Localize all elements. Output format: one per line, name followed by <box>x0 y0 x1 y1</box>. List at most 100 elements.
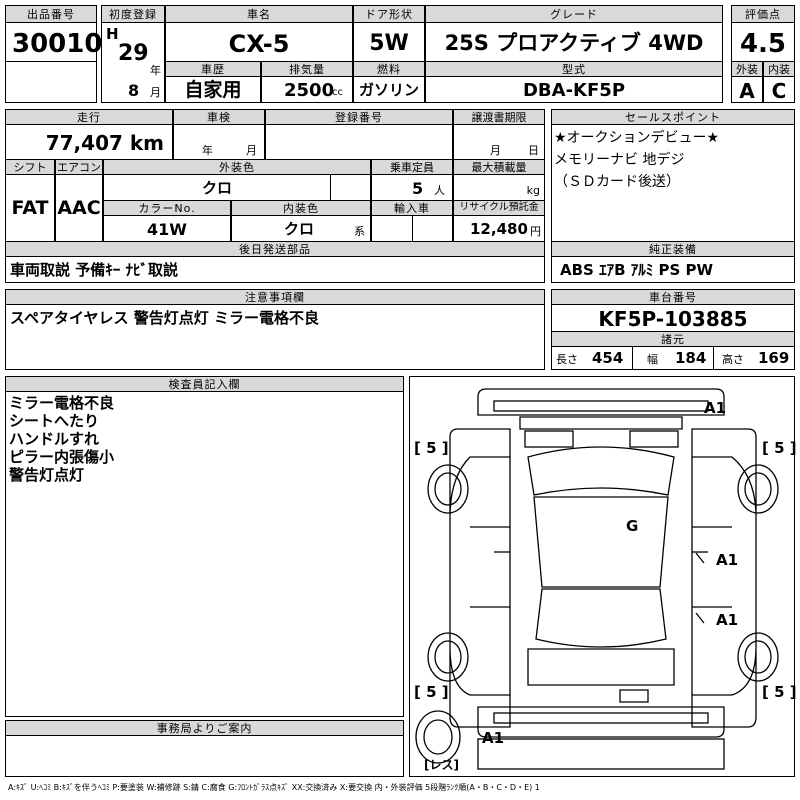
damage-mark-windshield: G <box>626 517 639 535</box>
transfer-month-unit: 月 <box>490 144 501 157</box>
lot-label: 出品番号 <box>27 8 75 21</box>
sales-line-1: ★オークションデビュー★ <box>554 130 720 146</box>
equipment-cell: ABS ｴｱB ｱﾙﾐ PS PW <box>551 256 795 283</box>
length-cell: 長さ 454 <box>551 346 633 370</box>
payload-cell: kg <box>453 174 545 201</box>
displacement-label: 排気量 <box>289 63 325 76</box>
recycle-cell: 12,480 円 <box>453 215 545 242</box>
capacity-unit: 人 <box>434 184 445 197</box>
spec-label-cell: 諸元 <box>551 331 795 347</box>
model-label-cell: 型式 <box>425 61 723 77</box>
model-code: DBA-KF5P <box>522 80 626 101</box>
equipment-label: 純正装備 <box>649 243 697 256</box>
damage-mark-front-bumper: A1 <box>704 399 727 417</box>
lot-number: 30010 <box>12 29 103 59</box>
month-unit: 月 <box>150 86 161 99</box>
ext-grade-label-cell: 外装 <box>731 61 763 77</box>
capacity-label: 乗車定員 <box>390 161 434 174</box>
tyre-mark-rear-left: [ 5 ] <box>414 683 449 701</box>
grade: 25S プロアクティブ 4WD <box>444 31 704 55</box>
inspection-month-unit: 月 <box>246 144 257 157</box>
grade-cell: 25S プロアクティブ 4WD <box>425 22 723 62</box>
capacity-label-cell: 乗車定員 <box>371 159 453 175</box>
later-cell: 車両取説 予備ｷｰ ﾅﾋﾞ取説 <box>5 256 545 283</box>
payload-label-cell: 最大積載量 <box>453 159 545 175</box>
reg-label-cell: 初度登録 <box>101 5 165 23</box>
later-label: 後日発送部品 <box>239 243 311 256</box>
ext-color-extra-cell <box>330 174 371 201</box>
office-label-cell: 事務局よりご案内 <box>5 720 404 736</box>
car-name: CX-5 <box>228 30 290 58</box>
fuel-label-cell: 燃料 <box>353 61 425 77</box>
car-diagram-panel: A1 [ 5 ] [ 5 ] G A1 A1 [ 5 ] [ 5 ] A1 [レ… <box>409 376 797 777</box>
import-label: 輸入車 <box>394 202 430 215</box>
damage-mark-right-front-door: A1 <box>716 551 739 569</box>
fuel-cell: ガソリン <box>353 76 425 103</box>
height-cell: 高さ 169 <box>713 346 795 370</box>
plate-cell <box>265 124 453 160</box>
color-no: 41W <box>147 220 187 239</box>
damage-mark-rear-bumper: A1 <box>482 729 505 747</box>
inspection-year-unit: 年 <box>202 144 213 157</box>
lot-blank-cell <box>5 61 97 103</box>
inspection-cell: 年 月 <box>173 124 265 160</box>
mileage: 77,407 km <box>45 131 164 155</box>
tyre-mark-rear-right: [ 5 ] <box>762 683 797 701</box>
fuel: ガソリン <box>358 81 419 99</box>
ext-color-label: 外装色 <box>219 161 255 174</box>
sales-cell: ★オークションデビュー★ メモリーナビ 地デジ （ＳＤカード後送） <box>551 124 795 242</box>
lot-value-cell: 30010 <box>5 22 102 62</box>
mileage-cell: 77,407 km <box>5 124 173 160</box>
width-label: 幅 <box>647 353 658 366</box>
sales-line-2: メモリーナビ 地デジ <box>554 152 685 168</box>
length: 454 <box>592 349 624 367</box>
history-cell: 自家用 <box>165 76 261 103</box>
displacement-cell: 2500 cc <box>261 76 353 103</box>
recycle-unit: 円 <box>530 225 541 238</box>
mileage-label: 走行 <box>77 111 101 124</box>
displacement-unit: cc <box>332 87 343 98</box>
shift-cell: FAT <box>5 174 55 242</box>
displacement: 2500 <box>284 80 335 101</box>
inspector-line-2: シートへたり <box>9 412 100 430</box>
caution-text: スペアタイヤレス 警告灯点灯 ミラー電格不良 <box>10 309 319 327</box>
shift-label: シフト <box>13 161 47 174</box>
import-cell-a <box>371 215 413 242</box>
int-grade-cell: C <box>763 76 795 103</box>
color-no-label-cell: カラーNo. <box>103 200 231 216</box>
chassis-label: 車台番号 <box>649 291 697 304</box>
ext-grade: A <box>739 79 755 103</box>
spec-label: 諸元 <box>661 333 685 346</box>
int-grade-label: 内装 <box>768 63 790 76</box>
ext-color-cell: クロ <box>103 174 331 201</box>
chassis-label-cell: 車台番号 <box>551 289 795 305</box>
tyre-mark-front-right: [ 5 ] <box>762 439 797 457</box>
car-name-cell: CX-5 <box>165 22 353 62</box>
grade-label-cell: グレード <box>425 5 723 23</box>
displacement-label-cell: 排気量 <box>261 61 353 77</box>
door-label-cell: ドア形状 <box>353 5 425 23</box>
year-unit: 年 <box>150 64 161 77</box>
tyre-mark-front-left: [ 5 ] <box>414 439 449 457</box>
score: 4.5 <box>739 29 787 59</box>
door-label: ドア形状 <box>365 8 413 21</box>
length-label: 長さ <box>556 353 578 366</box>
inspector-label-cell: 検査員記入欄 <box>5 376 404 392</box>
door-type: 5W <box>369 31 409 56</box>
sales-label: セールスポイント <box>625 111 721 124</box>
damage-mark-right-rear-door: A1 <box>716 611 739 629</box>
chassis-cell: KF5P-103885 <box>551 304 795 332</box>
color-no-label: カラーNo. <box>138 202 196 215</box>
ac: AAC <box>57 197 101 219</box>
int-grade-label-cell: 内装 <box>763 61 795 77</box>
inspector-line-4: ピラー内張傷小 <box>9 448 115 466</box>
int-grade: C <box>771 79 787 103</box>
ext-grade-label: 外装 <box>736 63 758 76</box>
ext-color: クロ <box>201 179 232 197</box>
model-label: 型式 <box>562 63 586 76</box>
inspector-line-1: ミラー電格不良 <box>9 394 115 412</box>
later-label-cell: 後日発送部品 <box>5 241 545 257</box>
payload-label: 最大積載量 <box>471 161 527 174</box>
ac-cell: AAC <box>55 174 103 242</box>
width-cell: 幅 184 <box>632 346 714 370</box>
